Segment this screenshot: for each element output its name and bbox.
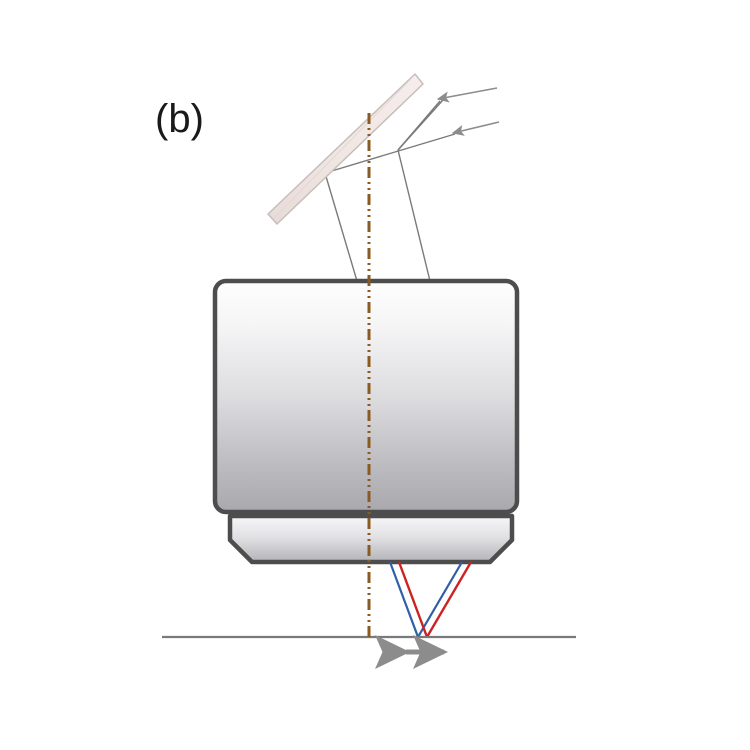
tilted-mirror [267, 73, 424, 225]
ray-blue-right [417, 561, 463, 638]
probe-nozzle-shape [227, 513, 515, 565]
probe-body-housing [212, 278, 520, 515]
ray-red-right [425, 561, 473, 638]
beam-outline-left-edge [324, 172, 358, 282]
probe-body [212, 278, 520, 515]
beam-outline-lower-chief-ray [324, 133, 456, 174]
incoming-beam-arrows [436, 87, 500, 136]
probe-nozzle [227, 513, 515, 565]
ray-red-left [397, 561, 429, 638]
ray-blue-left [388, 561, 420, 638]
beam-outline-upper-chief-ray [397, 100, 441, 151]
mirror-slab-body [267, 73, 424, 225]
incoming-beam-arrow-upper [436, 87, 498, 103]
converging-rays [388, 561, 473, 638]
mirror-reflective-face [272, 78, 412, 220]
beam-cone-outline-group [324, 99, 456, 282]
panel-label: (b) [155, 97, 204, 141]
beam-outline-right-edge [397, 149, 431, 282]
incoming-beam-arrow-lower [451, 121, 500, 136]
